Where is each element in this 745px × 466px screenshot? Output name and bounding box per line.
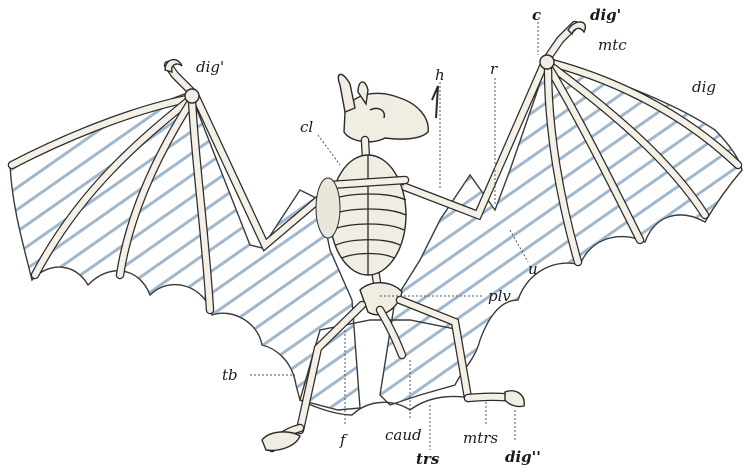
label-dig-prime-right: dig' — [590, 6, 621, 24]
label-cl: cl — [300, 118, 313, 136]
label-dig-prime-left: dig' — [196, 58, 224, 76]
label-caud: caud — [385, 426, 422, 444]
label-mtc: mtc — [598, 36, 627, 54]
label-mtrs: mtrs — [463, 429, 498, 447]
label-dig: dig — [692, 78, 716, 96]
label-h: h — [435, 66, 445, 84]
label-trs: trs — [416, 450, 440, 466]
label-u: u — [528, 260, 538, 278]
label-c: c — [532, 6, 541, 24]
label-tb: tb — [222, 366, 238, 384]
label-r: r — [490, 60, 498, 78]
label-plv: plv — [488, 287, 511, 305]
label-f: f — [339, 431, 348, 449]
label-dig-double-prime: dig'' — [505, 448, 541, 466]
